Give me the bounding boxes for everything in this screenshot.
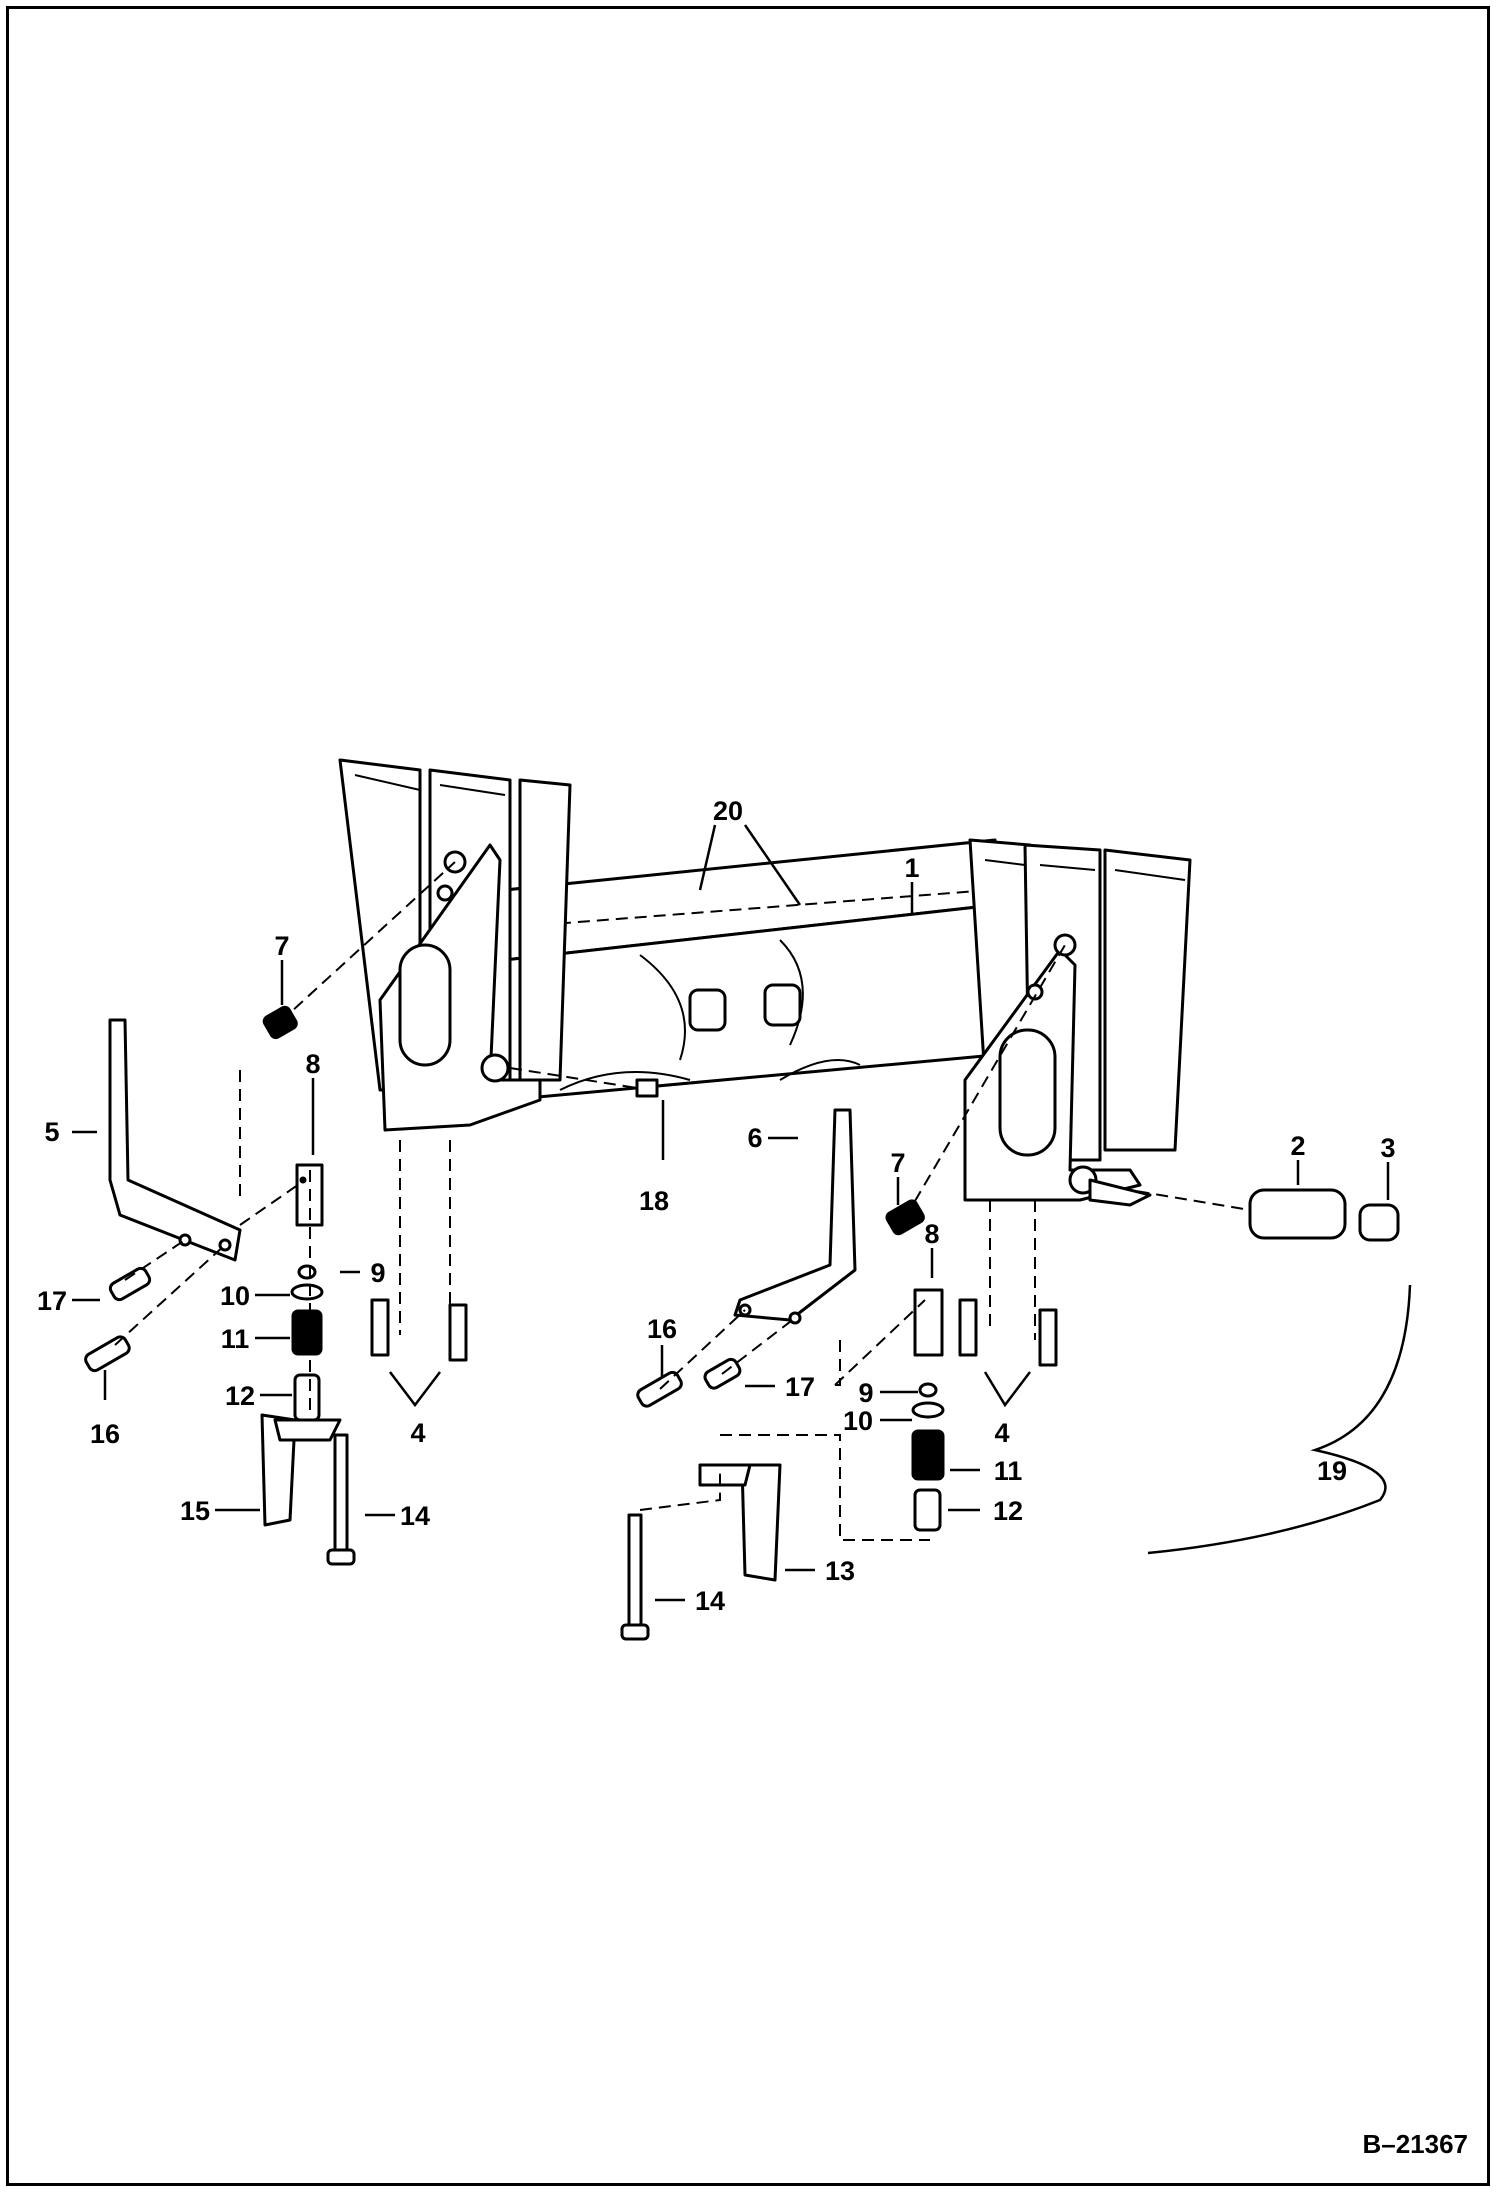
bolt-16-left [84, 1335, 131, 1373]
callout-15: 15 [180, 1496, 210, 1526]
bolt-16-right [636, 1370, 683, 1408]
bushing-12-right [913, 1488, 942, 1532]
nut-18 [635, 1078, 659, 1098]
callout-9-right: 9 [858, 1378, 873, 1408]
bolt-14-right [627, 1513, 643, 1627]
lever-5 [108, 1018, 242, 1262]
pin-8-right [913, 1288, 944, 1357]
bolt-14-left [333, 1433, 349, 1552]
callout-12-left: 12 [225, 1381, 255, 1411]
frame-assembly [338, 758, 1192, 1202]
brace-19 [1147, 1284, 1412, 1555]
center-lug-left [688, 988, 727, 1032]
callout-11-right: 11 [994, 1456, 1023, 1486]
callout-16-right: 16 [647, 1314, 677, 1344]
cap-3 [1358, 1203, 1400, 1242]
callout-19: 19 [1317, 1456, 1347, 1486]
callout-18: 18 [639, 1186, 669, 1216]
strip-4-right-b [1038, 1308, 1058, 1367]
callout-12-right: 12 [993, 1496, 1023, 1526]
left-parts [84, 861, 659, 1566]
lever-6 [733, 1108, 857, 1322]
bushing-2 [1248, 1188, 1347, 1240]
spring-11-right [911, 1429, 945, 1481]
washer-9-right [918, 1382, 938, 1398]
screw-17-left [108, 1266, 152, 1302]
latch-15 [260, 1413, 297, 1527]
callout-11-left: 11 [221, 1324, 250, 1354]
callout-8-left: 8 [305, 1049, 320, 1079]
bushing-12-left [293, 1373, 321, 1422]
leader-lines [72, 824, 1412, 1602]
latch-13 [740, 1463, 782, 1582]
callout-17-left: 17 [37, 1286, 67, 1316]
left-plate-outer [518, 778, 572, 1082]
drawing-frame [6, 6, 1490, 2186]
strip-4-left-a [370, 1298, 390, 1357]
callout-5: 5 [44, 1117, 59, 1147]
callout-1: 1 [904, 853, 919, 883]
callout-10-left: 10 [220, 1281, 250, 1311]
washer-10-left [290, 1283, 324, 1301]
callout-7-right: 7 [890, 1148, 905, 1178]
spring-11-left [291, 1309, 323, 1356]
right-parts [620, 944, 1400, 1641]
callout-10-right: 10 [843, 1406, 873, 1436]
callout-4-right: 4 [994, 1418, 1009, 1448]
callout-14-right: 14 [695, 1586, 725, 1616]
strip-4-left-b [448, 1303, 468, 1362]
left-pivot [480, 1053, 510, 1083]
drawing-code: B–21367 [1362, 2129, 1468, 2159]
callout-labels: 20 1 7 5 8 6 7 8 2 3 18 9 10 11 12 15 14… [37, 796, 1468, 2159]
callout-7-left: 7 [274, 931, 289, 961]
callout-14-left: 14 [400, 1501, 430, 1531]
center-lug-right [763, 983, 802, 1027]
spring-7-left [262, 1005, 298, 1040]
callout-20: 20 [713, 796, 743, 826]
callout-8-right: 8 [924, 1219, 939, 1249]
right-stud [1053, 933, 1077, 957]
callout-16-left: 16 [90, 1419, 120, 1449]
right-hole [1026, 983, 1044, 1001]
washer-9-left [297, 1264, 317, 1280]
callout-3: 3 [1380, 1133, 1395, 1163]
strip-4-right-a [958, 1298, 978, 1357]
callout-17-right: 17 [785, 1372, 815, 1402]
left-slot [398, 943, 452, 1067]
right-slot [998, 1028, 1057, 1157]
washer-10-right [911, 1401, 945, 1419]
right-plate-outer [1103, 848, 1192, 1152]
callout-2: 2 [1290, 1131, 1305, 1161]
callout-4-left: 4 [410, 1418, 425, 1448]
left-hole [436, 884, 454, 902]
callout-6: 6 [747, 1123, 762, 1153]
callout-13: 13 [825, 1556, 855, 1586]
callout-9-left: 9 [370, 1258, 385, 1288]
